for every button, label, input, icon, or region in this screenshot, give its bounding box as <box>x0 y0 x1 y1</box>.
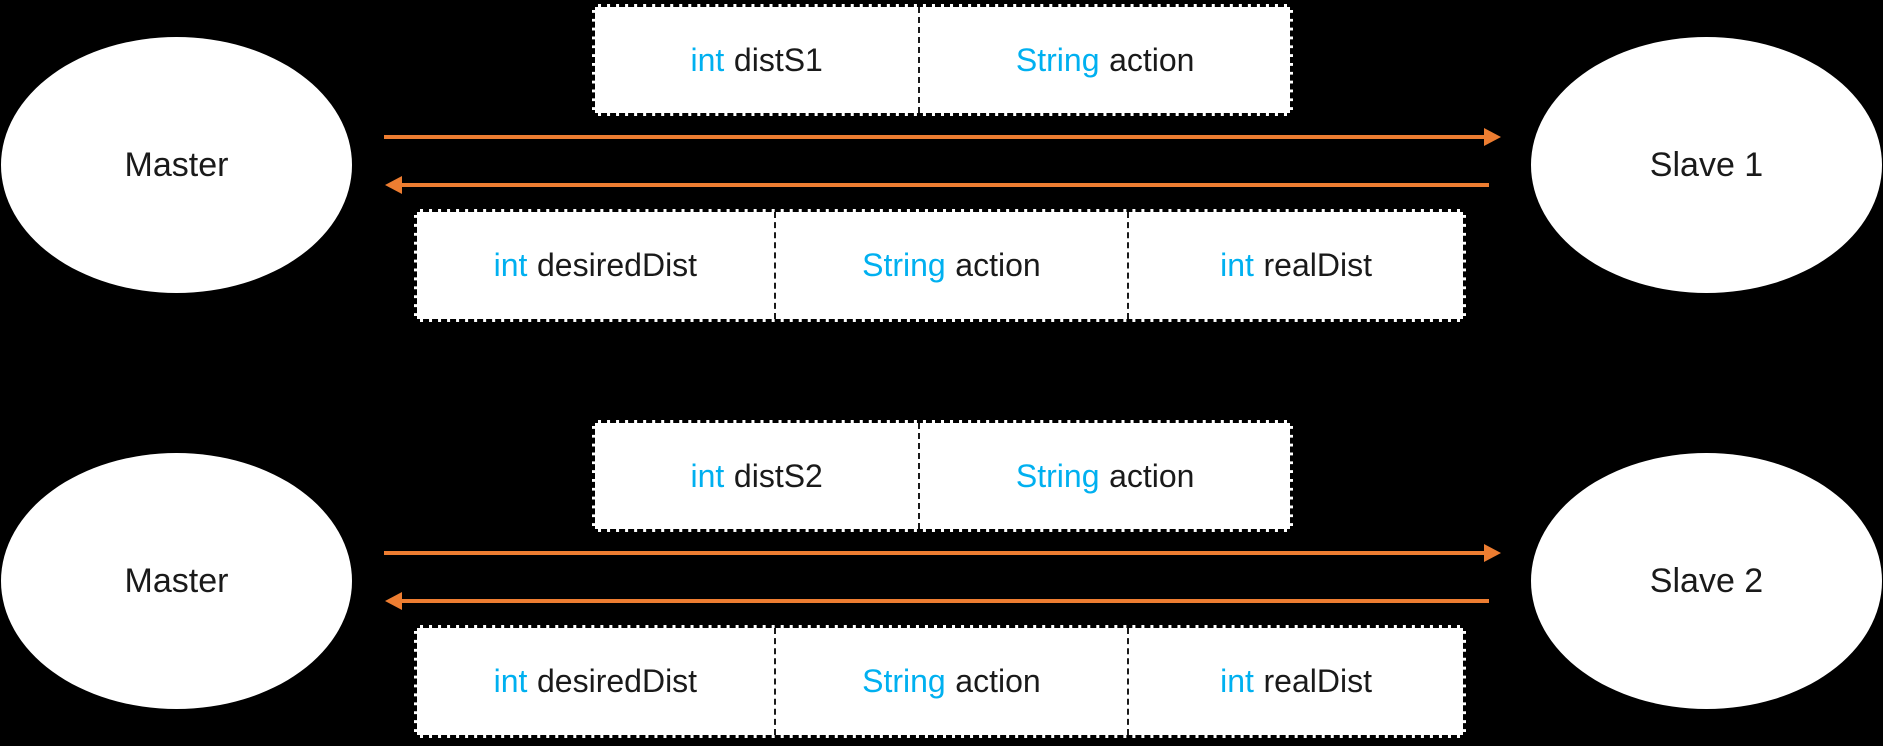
node-slave-1-label: Slave 1 <box>1649 145 1764 184</box>
arrow-shaft <box>401 183 1489 187</box>
arrowhead-left-icon <box>385 592 402 610</box>
request-message-box-slave2: int distS2 String action <box>592 420 1293 532</box>
field-name: action <box>1109 457 1195 494</box>
field-type: String <box>1015 457 1100 494</box>
node-slave-1: Slave 1 <box>1531 37 1882 293</box>
field-type: int <box>1220 247 1254 283</box>
arrow-shaft <box>384 551 1484 555</box>
field-type: int <box>690 457 725 494</box>
field-type: String <box>862 663 946 699</box>
field-name: action <box>1109 41 1195 78</box>
arrow-shaft <box>401 599 1489 603</box>
response-message-box-slave1: int desiredDist String action int realDi… <box>414 209 1466 322</box>
arrow-master-to-slave2 <box>384 544 1501 562</box>
field-name: action <box>955 247 1041 283</box>
field-action-request-2: String action <box>918 423 1290 529</box>
field-type: String <box>862 247 946 283</box>
request-message-box-slave1: int distS1 String action <box>592 4 1293 116</box>
response-message-box-slave2: int desiredDist String action int realDi… <box>414 625 1466 738</box>
node-master-2: Master <box>1 453 352 709</box>
field-type: int <box>690 41 725 78</box>
field-type: String <box>1015 41 1100 78</box>
field-desired-dist-2: int desiredDist <box>417 628 774 735</box>
field-type: int <box>493 247 528 283</box>
arrowhead-right-icon <box>1484 128 1501 146</box>
field-action-response-2: String action <box>773 628 1127 735</box>
arrow-slave2-to-master <box>385 592 1489 610</box>
node-master-1: Master <box>1 37 352 293</box>
field-real-dist-1: int realDist <box>1127 212 1463 319</box>
field-name: action <box>955 663 1041 699</box>
field-type: int <box>1220 663 1254 699</box>
field-dist-s2: int distS2 <box>595 423 918 529</box>
arrowhead-right-icon <box>1484 544 1501 562</box>
field-dist-s1: int distS1 <box>595 7 918 113</box>
arrow-shaft <box>384 135 1484 139</box>
field-name: desiredDist <box>537 247 698 283</box>
field-name: distS2 <box>733 457 823 494</box>
arrow-slave1-to-master <box>385 176 1489 194</box>
field-desired-dist-1: int desiredDist <box>417 212 774 319</box>
field-real-dist-2: int realDist <box>1127 628 1463 735</box>
field-name: realDist <box>1263 663 1372 699</box>
field-action-response-1: String action <box>773 212 1127 319</box>
group-slave2: Master Slave 2 int distS2 String action <box>0 416 1883 746</box>
field-name: distS1 <box>733 41 823 78</box>
field-action-request-1: String action <box>918 7 1290 113</box>
group-slave1: Master Slave 1 int distS1 String action <box>0 0 1883 330</box>
arrowhead-left-icon <box>385 176 402 194</box>
node-slave-2: Slave 2 <box>1531 453 1882 709</box>
arrow-master-to-slave1 <box>384 128 1501 146</box>
node-master-2-label: Master <box>124 561 229 600</box>
field-name: realDist <box>1263 247 1372 283</box>
node-master-1-label: Master <box>124 145 229 184</box>
field-name: desiredDist <box>537 663 698 699</box>
node-slave-2-label: Slave 2 <box>1649 561 1764 600</box>
field-type: int <box>493 663 528 699</box>
